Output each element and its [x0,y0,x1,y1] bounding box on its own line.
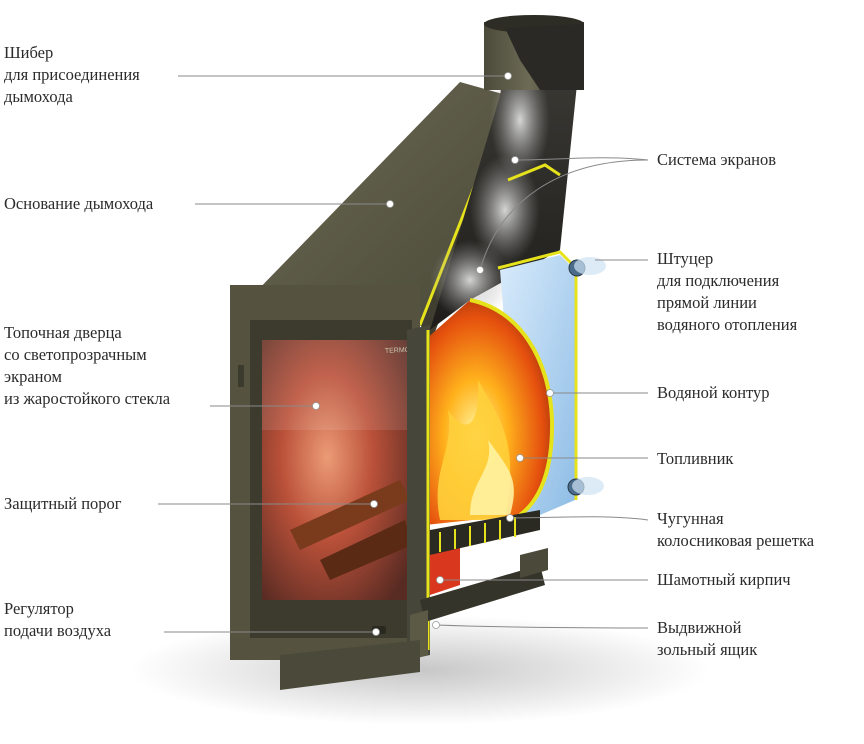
door-hinge [238,365,244,387]
chimney-pipe-cut [505,24,584,90]
base-foot [520,548,548,578]
smoke-screen-baffle [507,163,561,182]
firebox-liner [469,298,555,517]
label-screens: Система экранов [657,150,777,169]
brand-mark: TERMOFOR [385,346,425,355]
logs [290,480,410,550]
label-firebox: Топливник [657,449,734,468]
flame [470,440,514,515]
label-threshold: Защитный порог [4,494,122,513]
label-water-circuit: Водяной контур [657,383,770,402]
label-door: Топочная дверца со светопрозрачным экран… [4,323,171,408]
label-chimney-base: Основание дымохода [4,194,154,213]
label-brick: Шамотный кирпич [657,570,791,589]
smoke-puff [430,240,510,320]
label-ash-drawer: Выдвижной зольный ящик [657,618,758,659]
door-glass-sheen [262,340,407,430]
label-air-regulator: Регулятор подачи воздуха [4,599,112,640]
leader-lines [158,75,649,633]
logs [320,520,412,580]
fitting-glow [572,477,604,495]
smoke-puff [470,155,540,265]
label-fitting: Штуцер для подключения прямой линии водя… [657,249,798,334]
label-grate: Чугунная колосниковая решетка [657,509,815,550]
base-foot [280,640,420,690]
fitting-glow [574,257,606,275]
label-damper: Шибер для присоединения дымохода [4,43,140,106]
grate-bars [439,517,516,552]
label-dots [312,72,554,636]
water-jacket-edge [497,250,578,500]
ash-drawer [420,565,545,622]
body-cut-wall [407,325,430,660]
